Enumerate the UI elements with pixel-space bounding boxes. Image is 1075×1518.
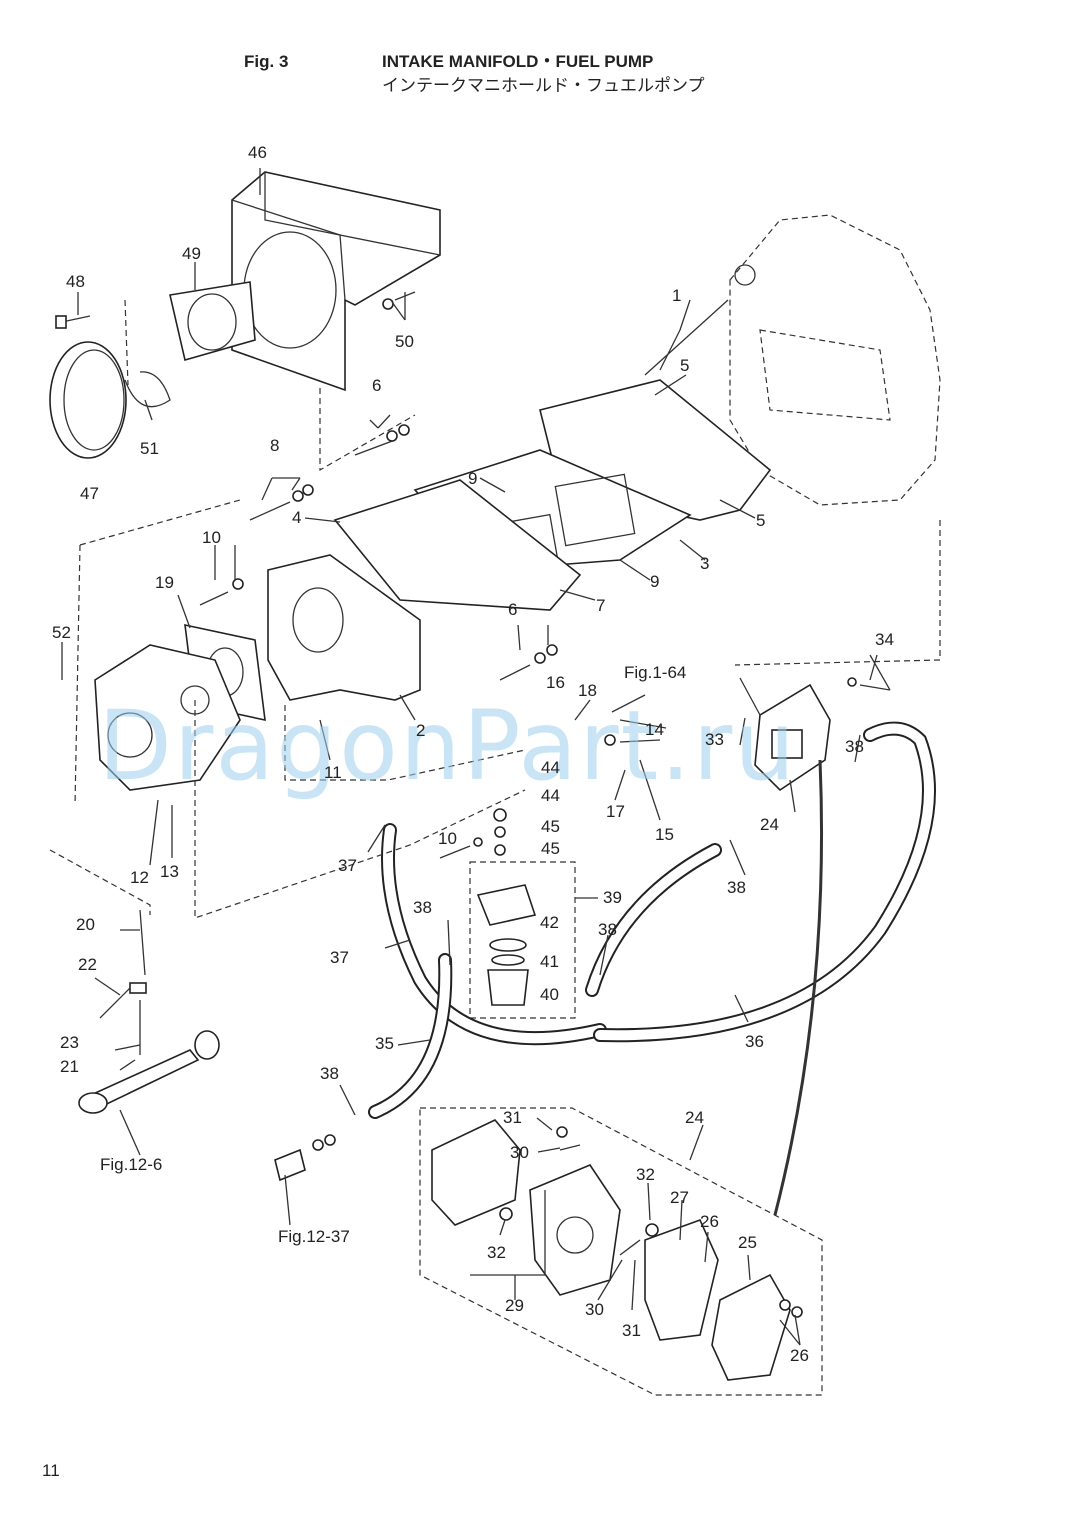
callout-46: 46 (248, 143, 267, 162)
throttle-link-parts (78, 909, 220, 1114)
callout-15: 15 (655, 825, 674, 844)
callout-30-lower: 30 (585, 1300, 604, 1319)
callout-10-upper: 10 (202, 528, 221, 547)
fuel-pump-exploded-parts (431, 1119, 803, 1381)
callout-33: 33 (705, 730, 724, 749)
callout-17: 17 (606, 802, 625, 821)
callout-48: 48 (66, 272, 85, 291)
fuel-pump-upper-part (739, 677, 831, 792)
callout-14: 14 (645, 720, 664, 739)
callout-38-filter-right: 38 (598, 920, 617, 939)
callout-36: 36 (745, 1032, 764, 1051)
callout-4: 4 (292, 508, 302, 527)
callout-26: 26 (790, 1346, 809, 1365)
callout-52: 52 (52, 623, 71, 642)
reference-fig-12-6: Fig.12-6 (100, 1155, 163, 1174)
callout-5-lower: 5 (756, 511, 766, 530)
callout-28: 27 (670, 1188, 689, 1207)
callout-50: 50 (395, 332, 414, 351)
air-silencer-part (231, 171, 441, 392)
callout-5-upper: 5 (680, 356, 690, 375)
figure-title-japanese: インテークマニホールド・フュエルポンプ (382, 76, 705, 95)
callout-13: 13 (160, 862, 179, 881)
callout-22: 22 (78, 955, 97, 974)
callout-24-lower: 24 (685, 1108, 704, 1127)
fuel-pump-exploded-box (419, 1107, 823, 1396)
callout-49: 49 (182, 244, 201, 263)
reference-fig-1-64: Fig.1-64 (624, 663, 687, 682)
figure-number: Fig. 3 (244, 52, 289, 71)
callout-38-mid-right: 38 (727, 878, 746, 897)
callout-9-upper: 9 (468, 469, 478, 488)
cover-47-part (49, 341, 127, 459)
crankcase-outline (729, 214, 941, 506)
callout-11: 11 (324, 763, 342, 782)
callout-41: 41 (540, 952, 559, 971)
callout-25: 25 (738, 1233, 757, 1252)
page-number: 11 (42, 1461, 60, 1480)
fuel-filter-part (476, 808, 537, 1006)
callout-6-upper: 6 (372, 376, 382, 395)
callout-34: 34 (875, 630, 894, 649)
callout-37: 37 (330, 948, 349, 967)
callout-20: 20 (76, 915, 95, 934)
callout-18: 18 (578, 681, 597, 700)
callout-39: 39 (603, 888, 622, 907)
carburetor-part (94, 644, 241, 791)
fuel-hoses (368, 721, 936, 1216)
callout-32-left: 32 (487, 1243, 506, 1262)
callout-27: 26 (700, 1212, 719, 1231)
callout-8: 8 (270, 436, 280, 455)
callout-35: 35 (375, 1034, 394, 1053)
stud-bolt-1-part (644, 299, 729, 376)
callout-31-lower: 31 (622, 1321, 641, 1340)
callout-19: 19 (155, 573, 174, 592)
callout-7: 7 (596, 596, 606, 615)
callout-12: 12 (130, 868, 149, 887)
callout-21: 21 (60, 1057, 79, 1076)
callout-51: 51 (140, 439, 159, 458)
callout-9-lower: 9 (650, 572, 660, 591)
callout-44-upper: 44 (541, 786, 560, 805)
callout-38-right: 38 (845, 737, 864, 756)
callout-30-upper: 30 (510, 1143, 529, 1162)
callout-2: 2 (416, 721, 426, 740)
callout-42: 42 (540, 913, 559, 932)
callout-38-filter-left: 38 (413, 898, 432, 917)
callout-38-left: 37 (338, 856, 357, 875)
fitting-part (274, 1134, 336, 1182)
callout-29: 29 (505, 1296, 524, 1315)
callout-38-lower: 38 (320, 1064, 339, 1083)
intake-manifold-part (267, 554, 421, 701)
callout-6-lower: 6 (508, 600, 518, 619)
reed-valve-assembly (333, 379, 772, 611)
callout-23: 23 (60, 1033, 79, 1052)
callout-44-lower: 45 (541, 839, 560, 858)
leader-lines (49, 168, 941, 1346)
callout-31-upper: 31 (503, 1108, 522, 1127)
figure-title-english: INTAKE MANIFOLD・FUEL PUMP (382, 52, 654, 71)
gasket-49-part (169, 281, 256, 362)
reference-fig-12-37: Fig.12-37 (278, 1227, 350, 1246)
callout-16: 16 (546, 673, 565, 692)
callout-1: 1 (672, 286, 682, 305)
callout-3: 3 (700, 554, 710, 573)
callout-24-upper: 24 (760, 815, 779, 834)
callout-45: 45 (541, 817, 560, 836)
clip-51-part (124, 371, 171, 408)
callout-47: 47 (80, 484, 99, 503)
filter-assembly-box (469, 861, 576, 1019)
callout-32-right: 32 (636, 1165, 655, 1184)
callout-40: 40 (540, 985, 559, 1004)
callout-43: 44 (541, 758, 560, 777)
bolts (55, 291, 891, 859)
callout-10-lower: 10 (438, 829, 457, 848)
